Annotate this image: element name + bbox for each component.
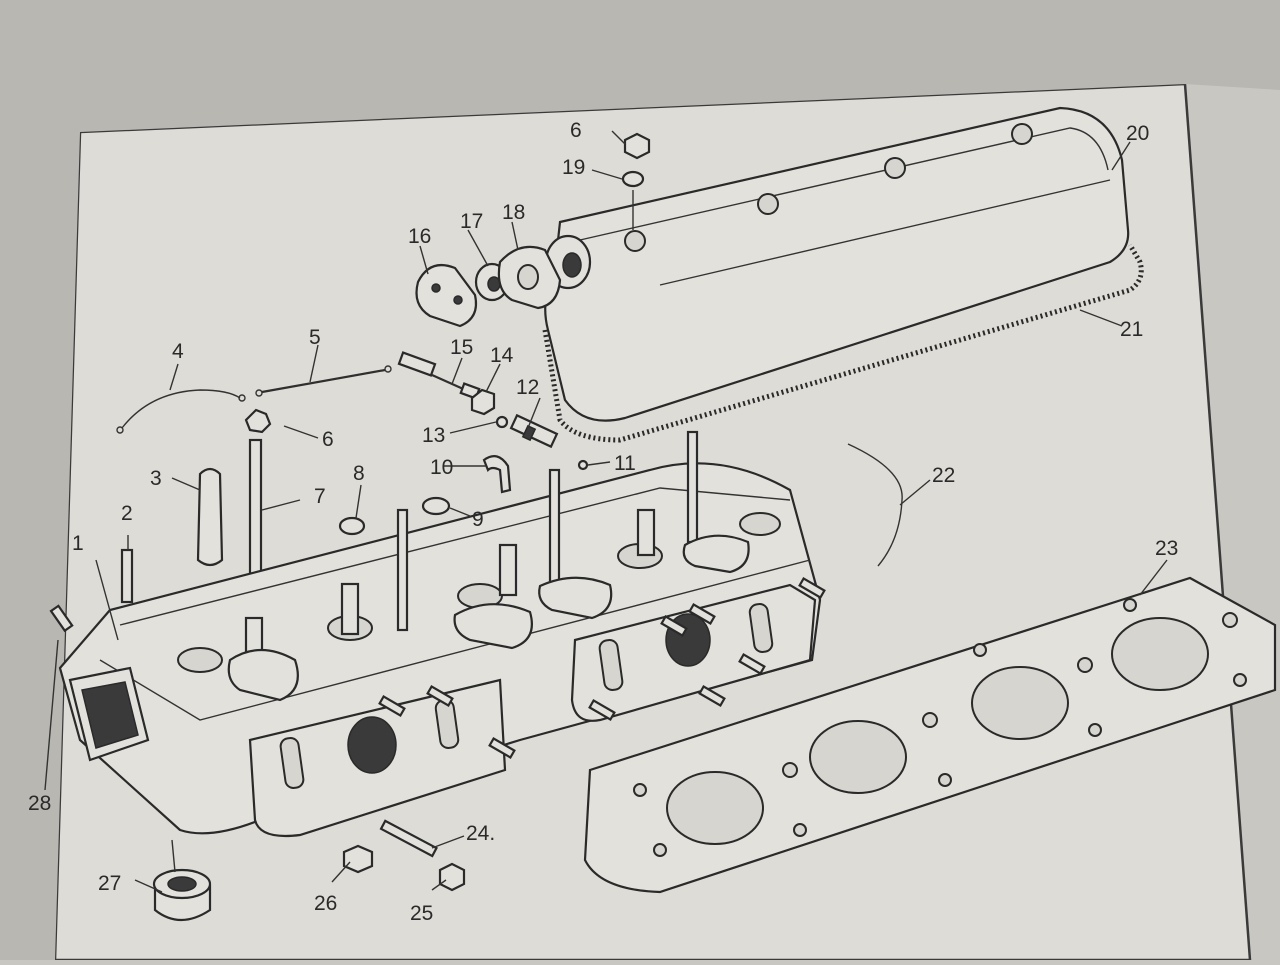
head-gasket [583,576,1277,894]
callout-24: 24. [466,822,495,845]
callout-4: 4 [172,340,184,363]
callout-19: 19 [562,156,585,179]
wire-clip [121,389,241,429]
callout-7: 7 [314,485,326,508]
cylinder-head [58,430,826,838]
callout-22: 22 [932,464,955,487]
callout-5: 5 [309,326,321,349]
callout-28: 28 [28,792,51,815]
callout-20: 20 [1126,122,1149,145]
callout-10: 10 [430,456,453,479]
elbow-pipe [482,455,512,494]
fitting-nut [470,388,496,416]
small-washer [577,459,589,471]
leader-lines [44,130,1168,893]
callout-23: 23 [1155,537,1178,560]
injector-tube [397,351,481,400]
injector [509,413,559,449]
callout-16: 16 [408,225,431,248]
callout-1: 1 [72,532,84,555]
callout-6-lower: 6 [322,428,334,451]
callout-27: 27 [98,872,121,895]
cover-washer [621,170,645,188]
cap-nut [342,844,374,874]
callout-3: 3 [150,467,162,490]
cover-grommet [624,230,646,252]
valve-cover [544,106,1130,422]
callout-25: 25 [410,902,433,925]
callout-labels: 1 2 3 4 5 6 6 7 8 9 10 11 12 13 14 15 16… [28,119,1178,925]
core-plug [152,868,212,922]
breather-assembly [415,245,562,328]
callout-6-upper: 6 [570,119,582,142]
callout-14: 14 [490,344,514,367]
callout-9: 9 [472,508,484,531]
callout-26: 26 [314,892,337,915]
callout-13: 13 [422,424,445,447]
callout-11: 11 [614,452,636,475]
callout-21: 21 [1120,318,1143,341]
callout-2: 2 [121,502,133,525]
studs [120,408,451,604]
cover-grommet [757,193,779,215]
callout-15: 15 [450,336,473,359]
manifold-nut [438,862,466,892]
cover-grommet [884,157,906,179]
rod [261,368,386,394]
cover-gasket [542,243,1144,443]
cover-grommet [1011,123,1033,145]
manifold-stud [379,819,438,858]
callout-17: 17 [460,210,483,233]
small-bolt [49,604,74,633]
seal-ring [495,415,509,429]
cover-nut [623,132,651,160]
callout-8: 8 [353,462,365,485]
callout-12: 12 [516,376,539,399]
callout-18: 18 [502,201,525,224]
